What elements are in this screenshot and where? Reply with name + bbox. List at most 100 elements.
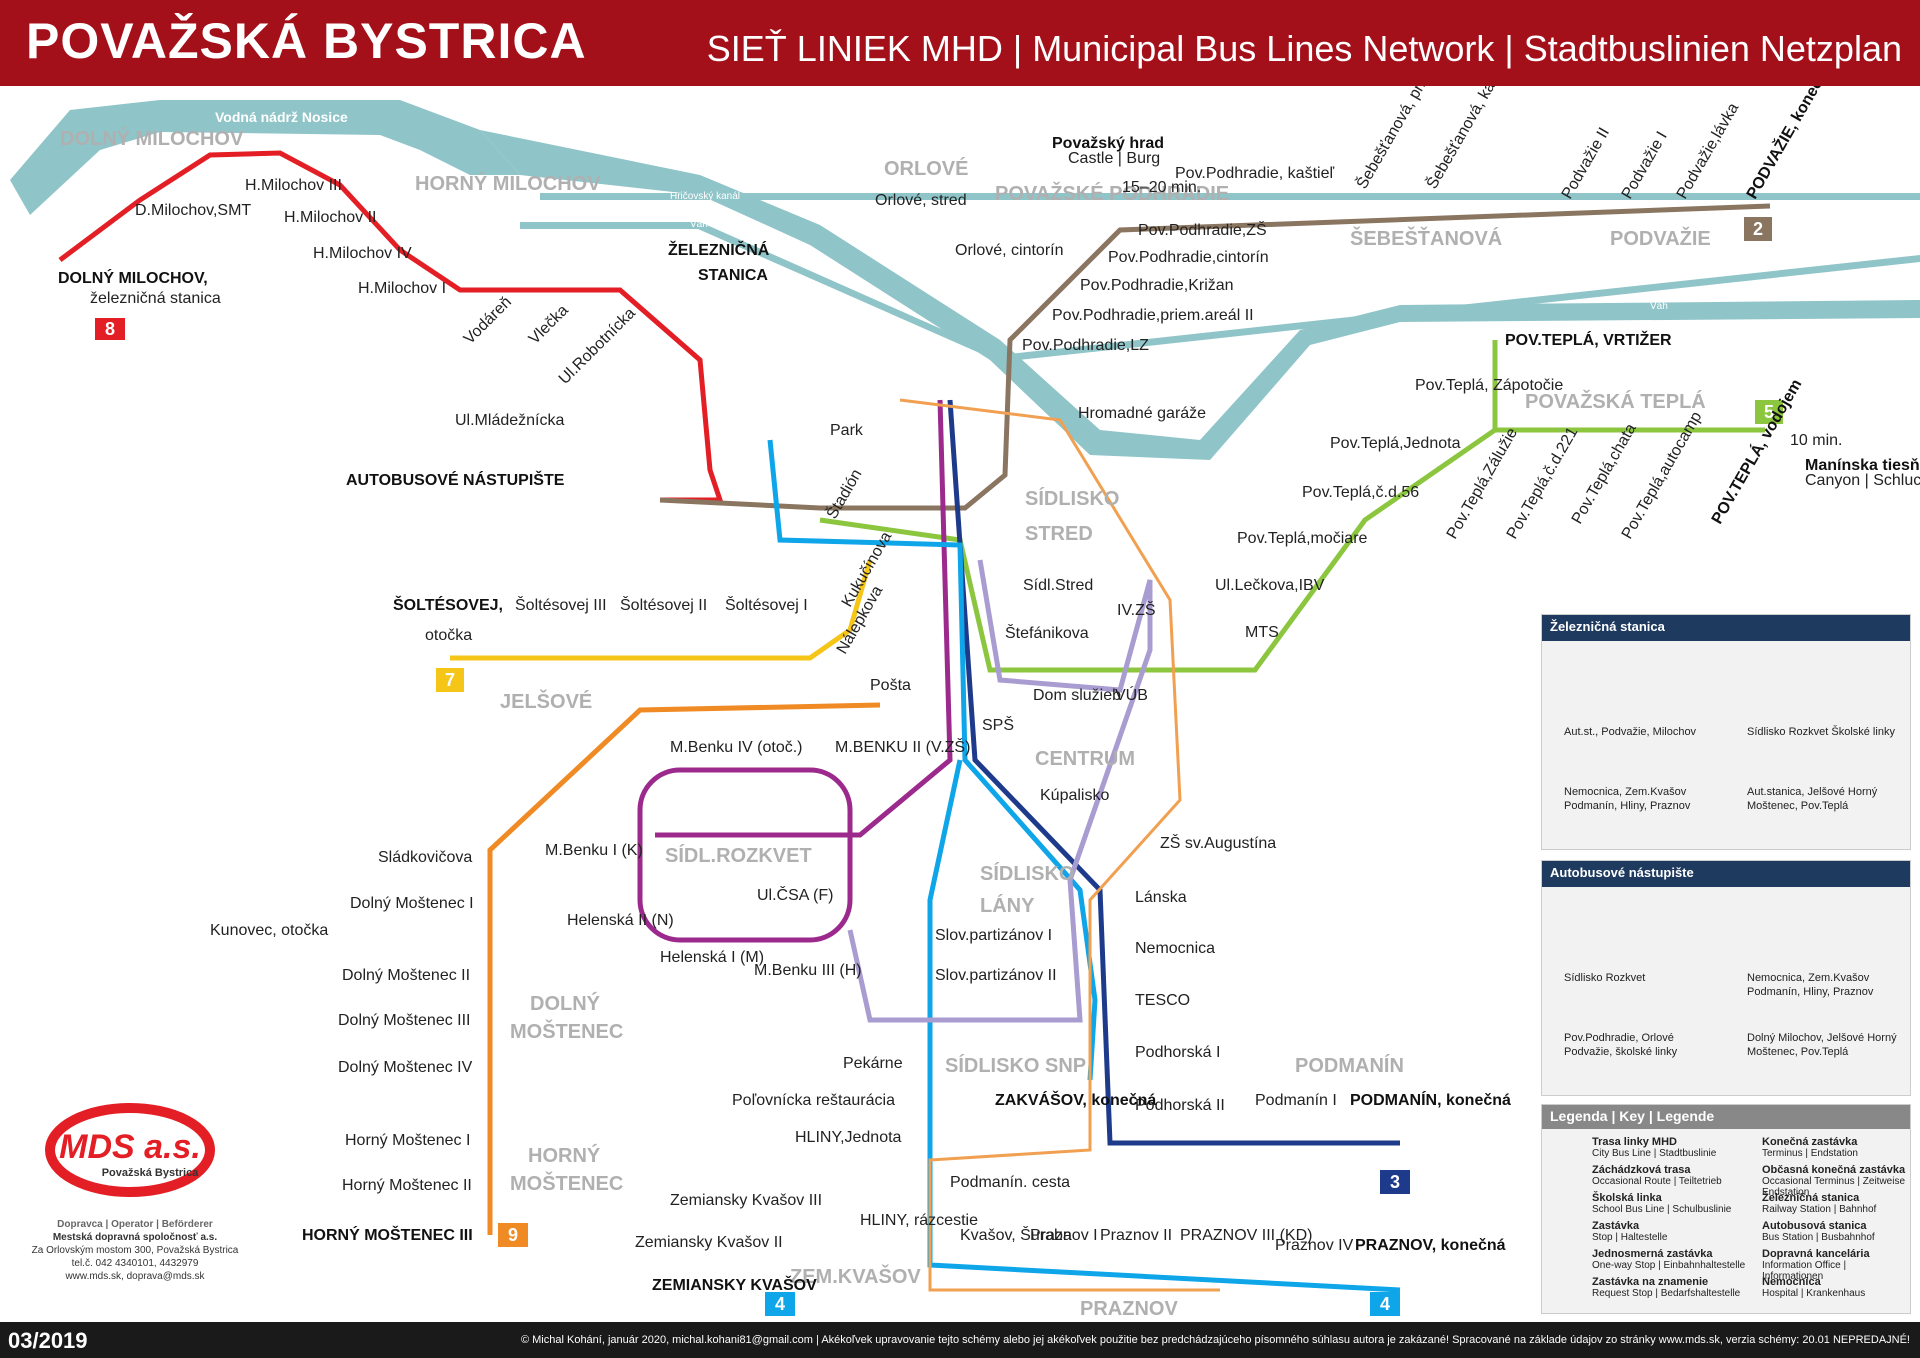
logo-sub: Považská Bystrica	[102, 1167, 199, 1179]
stop-horny-mostenec-iii: HORNÝ MOŠTENEC III	[302, 1225, 473, 1244]
castle-label: Považský hrad	[1052, 135, 1164, 152]
stop-polovnicka: Poľovnícka reštaurácia	[732, 1092, 895, 1109]
badge-4-praznov	[1370, 1292, 1400, 1316]
district-snp: SÍDLISKO SNP	[945, 1054, 1086, 1077]
stop-kupalisko: Kúpalisko	[1040, 787, 1109, 804]
canal-label-4: Hričovský kanál	[1065, 359, 1135, 370]
stop-orlove-stred: Orlové, stred	[875, 192, 967, 209]
district-lany-2: LÁNY	[980, 894, 1035, 917]
stop-lanska: Lánska	[1135, 889, 1187, 906]
stop-vub: VÚB	[1115, 685, 1148, 704]
district-horny-mostenec-1: HORNÝ	[528, 1143, 601, 1167]
reservoir-label: Vodná nádrž Nosice	[215, 109, 348, 125]
reservoir-shape	[10, 100, 520, 215]
stop-podvazie-konecna: PODVAŽIE, konečná	[1742, 86, 1836, 202]
stop-pov-tepla-chata: Pov.Teplá,chata	[1569, 421, 1640, 527]
stop-sladkovicova: Sládkovičova	[378, 849, 472, 866]
footer-bar: 03/2019 © Michal Kohání, január 2020, mi…	[0, 1322, 1920, 1358]
badge-5-tepla	[1755, 400, 1783, 424]
stop-zem-kvasov-ii: Zemiansky Kvašov II	[635, 1234, 783, 1251]
badge-4-kvasov-text: 4	[775, 1294, 785, 1314]
mds-logo-shape: MDS a.s. Považská Bystrica	[45, 1103, 215, 1197]
logo-text: MDS a.s.	[59, 1128, 201, 1166]
badge-8-milochov	[95, 318, 125, 340]
legend-title: Legenda | Key | Legende	[1542, 1105, 1910, 1129]
canal-label-2: Váh	[690, 219, 708, 230]
stop-praznov-iii: PRAZNOV III (KD)	[1180, 1227, 1312, 1244]
stop-vlecka: Vlečka	[526, 302, 572, 348]
district-zem-kvasov: ZEM.KVAŠOV	[790, 1264, 921, 1288]
stop-ul-csa: Ul.ČSA (F)	[757, 885, 833, 904]
canal-label-3: Hričovský kanál	[1650, 254, 1720, 265]
gorge-label: Manínska tiesňava	[1805, 457, 1920, 474]
stop-park: Park	[830, 422, 864, 439]
stop-slov-partizanov-i: Slov.partizánov I	[935, 927, 1052, 944]
badge-2-podvazie-text: 2	[1753, 219, 1763, 239]
stop-aut-nastupiste: AUTOBUSOVÉ NÁSTUPIŠTE	[346, 470, 565, 489]
stop-soltesovej: ŠOLTÉSOVEJ,	[393, 595, 503, 614]
stop-d-milochov-smt: D.Milochov,SMT	[135, 202, 251, 219]
panel-bus-c6: Dolný Milochov, Jelšové Horný Moštenec, …	[1747, 1032, 1897, 1058]
stop-m-benku-i: M.Benku I (K)	[545, 842, 643, 859]
company-address: Za Orlovským mostom 300, Považská Bystri…	[31, 1245, 239, 1256]
district-podmanin: PODMANÍN	[1295, 1054, 1404, 1077]
panel-railway-c4: Aut.stanica, Jelšové Horný Moštenec, Pov…	[1747, 786, 1878, 812]
stop-horny-mostenec-ii: Horný Moštenec II	[342, 1177, 472, 1194]
gorge-sub: Canyon | Schlucht	[1805, 472, 1920, 489]
district-orlove: ORLOVÉ	[884, 157, 968, 180]
stop-podhorska-ii: Podhorská II	[1135, 1097, 1225, 1114]
stop-ul-leckova: Ul.Lečkova,IBV	[1215, 577, 1325, 594]
stop-vodaren: Vodáreň	[461, 294, 515, 348]
canal-mid	[520, 222, 1920, 362]
badge-5-tepla-text: 5	[1764, 402, 1774, 422]
stop-kunovec: Kunovec, otočka	[210, 922, 328, 939]
stop-podmanin-konecna: PODMANÍN, konečná	[1350, 1090, 1511, 1109]
stop-stefanikova: Štefánikova	[1005, 623, 1089, 642]
district-rozkvet: SÍDL.ROZKVET	[665, 844, 812, 867]
line-4-south	[927, 759, 1401, 1293]
mds-logo: MDS a.s. Považská Bystrica	[40, 1090, 220, 1210]
stop-pov-tepla-vrtizer: POV.TEPLÁ, VRTIŽER	[1505, 330, 1672, 349]
company-tagline: Dopravca | Operator | Beförderer	[57, 1219, 213, 1230]
stop-pov-tepla-jednota: Pov.Teplá,Jednota	[1330, 435, 1461, 452]
stop-iv-zs: IV.ZŠ	[1117, 600, 1156, 619]
line-51-route	[899, 398, 1220, 1292]
badge-9-mostenec-text: 9	[508, 1225, 518, 1245]
line-7-route	[450, 559, 873, 661]
district-horny-mostenec-2: MOŠTENEC	[510, 1171, 623, 1195]
rozkvet-loop	[637, 767, 853, 943]
stop-sps: SPŠ	[982, 715, 1014, 734]
stop-podmanin-i: Podmanín I	[1255, 1092, 1337, 1109]
stop-zs-augustina: ZŠ sv.Augustína	[1160, 833, 1276, 852]
stop-sidl-stred: Sídl.Stred	[1023, 577, 1093, 594]
canal-label-6: Váh	[1215, 462, 1233, 473]
stop-pov-podhradie-areal: Pov.Podhradie,priem.areál II	[1052, 307, 1254, 324]
stop-praznov-konecna: PRAZNOV, konečná	[1355, 1237, 1506, 1254]
district-dolny-mostenec-2: MOŠTENEC	[510, 1019, 623, 1043]
stop-pov-tepla-vodojem: POV.TEPLÁ, vodojem	[1707, 376, 1805, 527]
stop-soltesovej-ii: Šoltésovej II	[620, 595, 707, 614]
district-podvazie: PODVAŽIE	[1610, 226, 1711, 250]
district-stred-2: STRED	[1025, 523, 1093, 545]
stop-hromadne-garaze: Hromadné garáže	[1078, 405, 1206, 422]
badge-4-praznov-text: 4	[1380, 1294, 1390, 1314]
panel-railway-title: Železničná stanica	[1542, 615, 1910, 641]
stop-dolny-mostenec-ii: Dolný Moštenec II	[342, 967, 470, 984]
stop-dolny-milochov-2: železničná stanica	[90, 290, 221, 307]
stop-podvazie-ii: Podvažie II	[1559, 125, 1613, 202]
stop-praznov-iv: Praznov IV	[1275, 1237, 1354, 1254]
stop-m-benku-iii: M.Benku III (H)	[754, 962, 862, 979]
stop-pov-podhradie-cintorin: Pov.Podhradie,cintorín	[1108, 249, 1269, 266]
stop-soltesovej-2: otočka	[425, 627, 472, 644]
panel-railway-station: Železničná stanica Aut.st., Podvažie, Mi…	[1541, 614, 1911, 850]
stop-slov-partizanov-ii: Slov.partizánov II	[935, 967, 1057, 984]
company-name: Mestská dopravná spoločnosť a.s.	[52, 1232, 218, 1243]
stop-nemocnica: Nemocnica	[1135, 940, 1215, 957]
